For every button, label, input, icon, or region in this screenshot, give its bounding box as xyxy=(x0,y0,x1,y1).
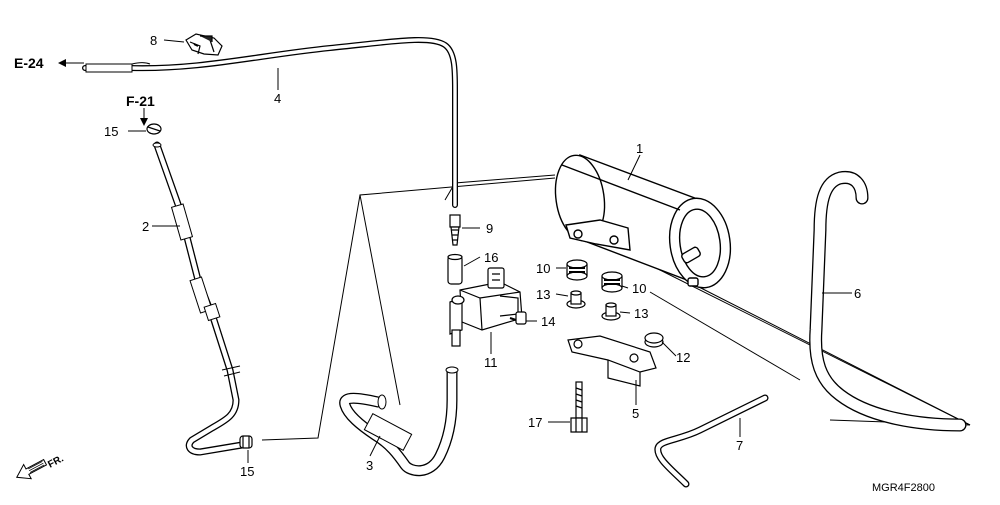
label-part-9: 9 xyxy=(486,221,493,236)
clip-part-8 xyxy=(185,33,223,56)
bracket-part-5 xyxy=(567,335,657,387)
ref-line-canister-to-hose2 xyxy=(444,174,556,201)
f21-arrow xyxy=(140,108,148,126)
hose-4 xyxy=(82,36,458,208)
bolt-part-17 xyxy=(570,381,588,433)
grommet-part-10-right xyxy=(601,271,623,293)
leader-lines xyxy=(128,39,852,463)
label-part-16: 16 xyxy=(484,250,498,265)
canister-part-1 xyxy=(554,153,732,289)
hose-2 xyxy=(152,141,252,456)
solenoid-valve-part-11 xyxy=(449,267,523,347)
label-part-15-bottom: 15 xyxy=(240,464,254,479)
label-part-17: 17 xyxy=(528,415,542,430)
cap-part-12 xyxy=(644,332,664,348)
label-part-7: 7 xyxy=(736,438,743,453)
clip-part-15-top xyxy=(146,123,162,135)
label-part-5: 5 xyxy=(632,406,639,421)
label-part-10-left: 10 xyxy=(536,261,550,276)
label-part-13-right: 13 xyxy=(634,306,648,321)
label-part-11: 11 xyxy=(484,355,498,370)
ref-code-e24: E-24 xyxy=(14,55,44,71)
grommet-part-10-left xyxy=(566,259,588,281)
joint-part-9 xyxy=(449,214,461,246)
label-part-1: 1 xyxy=(636,141,643,156)
direction-label-fr: FR. xyxy=(46,453,66,470)
label-part-13-left: 13 xyxy=(536,287,550,302)
bolt-part-14 xyxy=(509,311,527,325)
reference-lines xyxy=(261,174,971,441)
label-part-14: 14 xyxy=(541,314,555,329)
label-part-3: 3 xyxy=(366,458,373,473)
tube-part-16 xyxy=(447,253,463,285)
e24-arrow xyxy=(58,59,84,67)
ref-code-f21: F-21 xyxy=(126,93,155,109)
hose-3 xyxy=(339,366,459,477)
label-part-8: 8 xyxy=(150,33,157,48)
label-part-10-right: 10 xyxy=(632,281,646,296)
label-part-2: 2 xyxy=(142,219,149,234)
ref-line-canister-right-c xyxy=(694,284,971,426)
label-part-4: 4 xyxy=(274,91,281,106)
collar-part-13-left xyxy=(566,290,586,309)
ref-line-hose2-bottom xyxy=(261,194,361,441)
diagram-code: MGR4F2800 xyxy=(872,482,935,494)
label-part-12: 12 xyxy=(676,350,690,365)
label-part-6: 6 xyxy=(854,286,861,301)
clip-part-15-bottom xyxy=(239,435,253,449)
front-direction-arrow-icon xyxy=(16,458,48,480)
label-part-15-top: 15 xyxy=(104,124,118,139)
ref-line-canister-right-b xyxy=(649,291,801,381)
collar-part-13-right xyxy=(601,302,621,321)
hose-7 xyxy=(654,394,769,488)
hose-6 xyxy=(809,170,967,432)
